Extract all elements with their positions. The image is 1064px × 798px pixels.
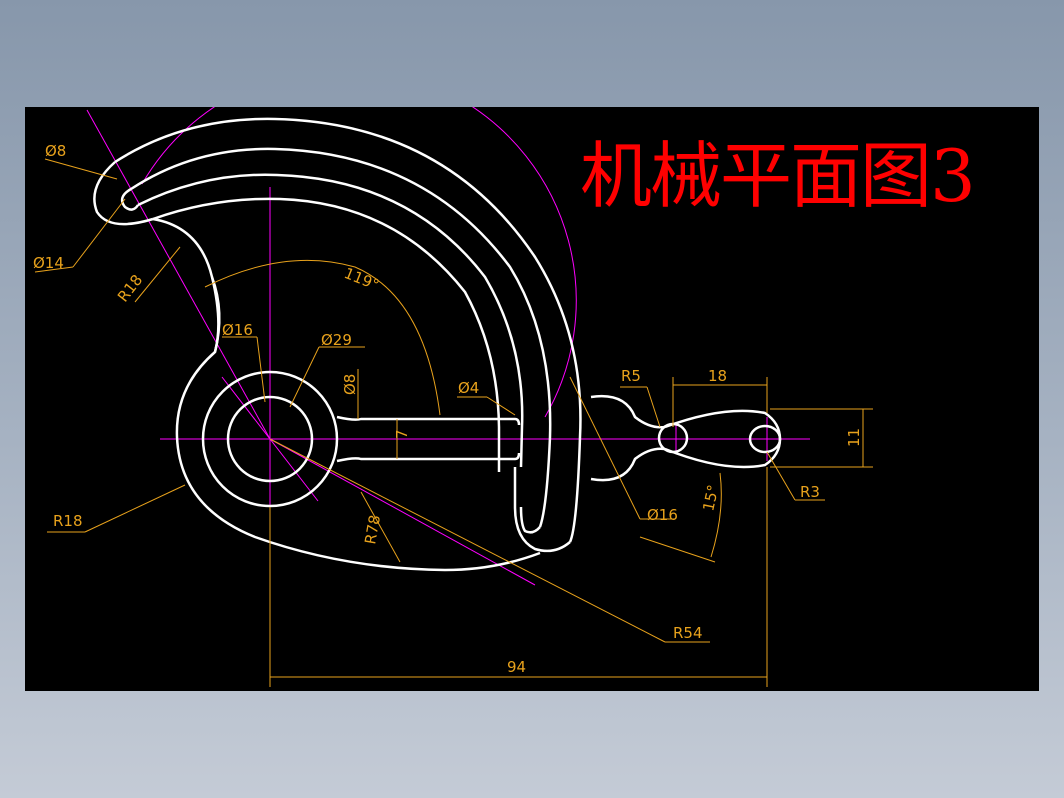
label-phi8-slot: Ø8 (341, 374, 359, 395)
hub-bore (226, 395, 314, 483)
inner-arc-2 (137, 173, 524, 468)
dim-phi16-leader (256, 336, 266, 403)
label-r18-left: R18 (53, 512, 83, 530)
label-phi16-left: Ø16 (222, 321, 253, 339)
label-angle119: 119° (342, 264, 382, 294)
spoke-top (336, 415, 521, 426)
inner-arc-1 (130, 147, 552, 528)
dim-angle119-arc (204, 259, 441, 416)
label-r5: R5 (621, 367, 641, 385)
label-eighteen: 18 (708, 367, 727, 385)
slot-end-inner (519, 506, 541, 534)
dim-angle15-arc (710, 472, 722, 558)
dim-phi8-leader (44, 158, 118, 180)
dim-phi14-leader (72, 198, 126, 268)
label-r78: R78 (361, 514, 384, 546)
r5-hole (657, 422, 689, 454)
dimension-labels: Ø8 Ø14 R18 119° Ø16 Ø29 Ø8 Ø4 7 R5 18 11… (33, 142, 863, 676)
drawing-title: 机械平面图3 (580, 134, 976, 218)
outer-arc (114, 117, 582, 543)
label-phi16-right: Ø16 (647, 506, 678, 524)
r3-hole (748, 424, 782, 454)
label-r3: R3 (800, 483, 820, 501)
dim-r18-left-leader (84, 484, 186, 533)
dim-r5-leader (646, 386, 661, 428)
tab-bottom (590, 447, 666, 482)
label-phi8-top: Ø8 (45, 142, 66, 160)
label-angle15: 15° (699, 483, 722, 513)
hub-outer (201, 370, 339, 508)
label-seven: 7 (393, 429, 411, 439)
cad-drawing: Ø8 Ø14 R18 119° Ø16 Ø29 Ø8 Ø4 7 R5 18 11… (33, 107, 873, 687)
part-outline (93, 117, 782, 572)
label-phi14: Ø14 (33, 254, 64, 272)
dim-angle15-ext (639, 536, 716, 563)
dim-r18-top-leader (134, 246, 181, 303)
label-phi4: Ø4 (458, 379, 479, 397)
r18-arc (210, 276, 221, 353)
hook-end-inner (120, 187, 140, 211)
dim-phi14-shelf (34, 266, 74, 273)
label-phi29: Ø29 (321, 331, 352, 349)
inner-arc-3 (152, 197, 501, 472)
slot-end-outer (513, 467, 571, 553)
dim-phi16-right-leader (569, 376, 641, 520)
label-ninety-four: 94 (507, 658, 526, 676)
arm-centerline (86, 109, 271, 440)
dim-r3-leader (766, 451, 796, 501)
spoke-bottom (336, 452, 521, 463)
drawing-canvas: Ø8 Ø14 R18 119° Ø16 Ø29 Ø8 Ø4 7 R5 18 11… (25, 107, 1039, 691)
dimension-lines (34, 158, 873, 687)
label-r54: R54 (673, 624, 703, 642)
arc-centerline (141, 107, 577, 418)
lower-centerline (269, 438, 536, 586)
label-eleven: 11 (845, 428, 863, 447)
label-r18-top: R18 (114, 271, 146, 305)
tab-top (590, 394, 666, 429)
hook-end-outer (93, 161, 154, 226)
dim-phi29-leader (289, 346, 320, 408)
dim-r78-line (360, 491, 401, 563)
dim-phi4-leader (486, 396, 516, 416)
dim-r54-leader (269, 438, 666, 643)
